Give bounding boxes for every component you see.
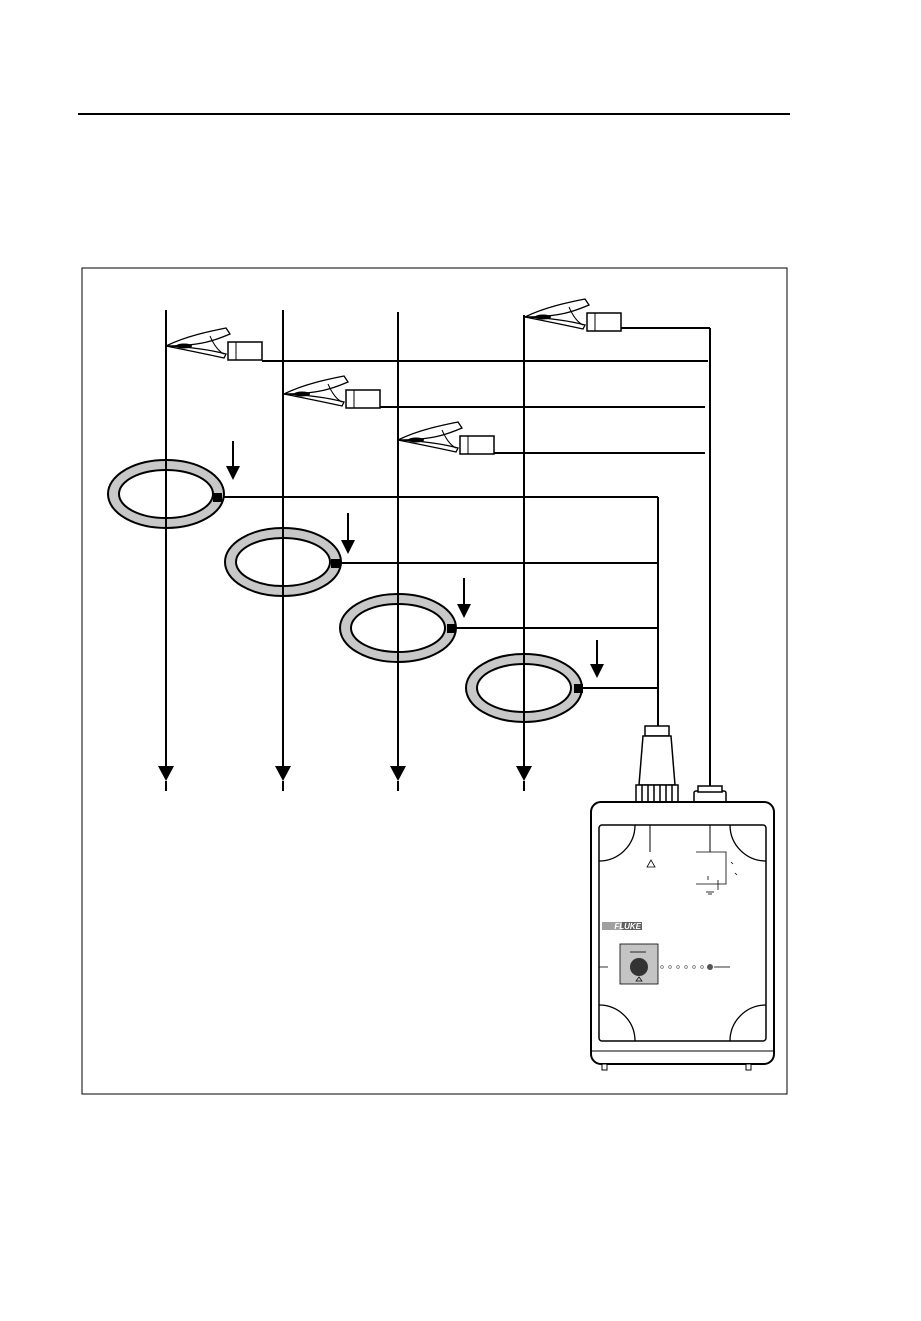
arrow-down-icon bbox=[457, 604, 471, 618]
arrow-down-icon bbox=[226, 466, 240, 480]
instrument-panel bbox=[599, 825, 766, 1041]
conductor-2-arrow-icon bbox=[275, 766, 291, 781]
current-input-connector bbox=[636, 726, 678, 802]
arrow-down-icon bbox=[590, 664, 604, 678]
alligator-clip-icon bbox=[525, 299, 621, 331]
current-clamp-icon bbox=[108, 455, 224, 535]
current-clamp-icon bbox=[225, 523, 341, 603]
conductor-1-arrow-icon bbox=[158, 766, 174, 781]
power-button-icon[interactable] bbox=[630, 958, 648, 976]
conductor-4-arrow-icon bbox=[516, 766, 532, 781]
voltage-input-connector bbox=[694, 786, 726, 803]
alligator-clip-icon bbox=[166, 328, 262, 360]
instrument: FLUKE bbox=[591, 726, 774, 1070]
led-indicator-icon bbox=[707, 964, 713, 970]
alligator-clip-icon bbox=[398, 422, 494, 454]
current-clamp-icon bbox=[340, 589, 456, 669]
conductor-3-arrow-icon bbox=[390, 766, 406, 781]
current-clamp-icon bbox=[466, 649, 583, 729]
voltage-clips bbox=[166, 299, 621, 454]
alligator-clip-icon bbox=[284, 376, 380, 408]
arrow-down-icon bbox=[341, 540, 355, 554]
brand-logo: FLUKE bbox=[614, 922, 641, 931]
